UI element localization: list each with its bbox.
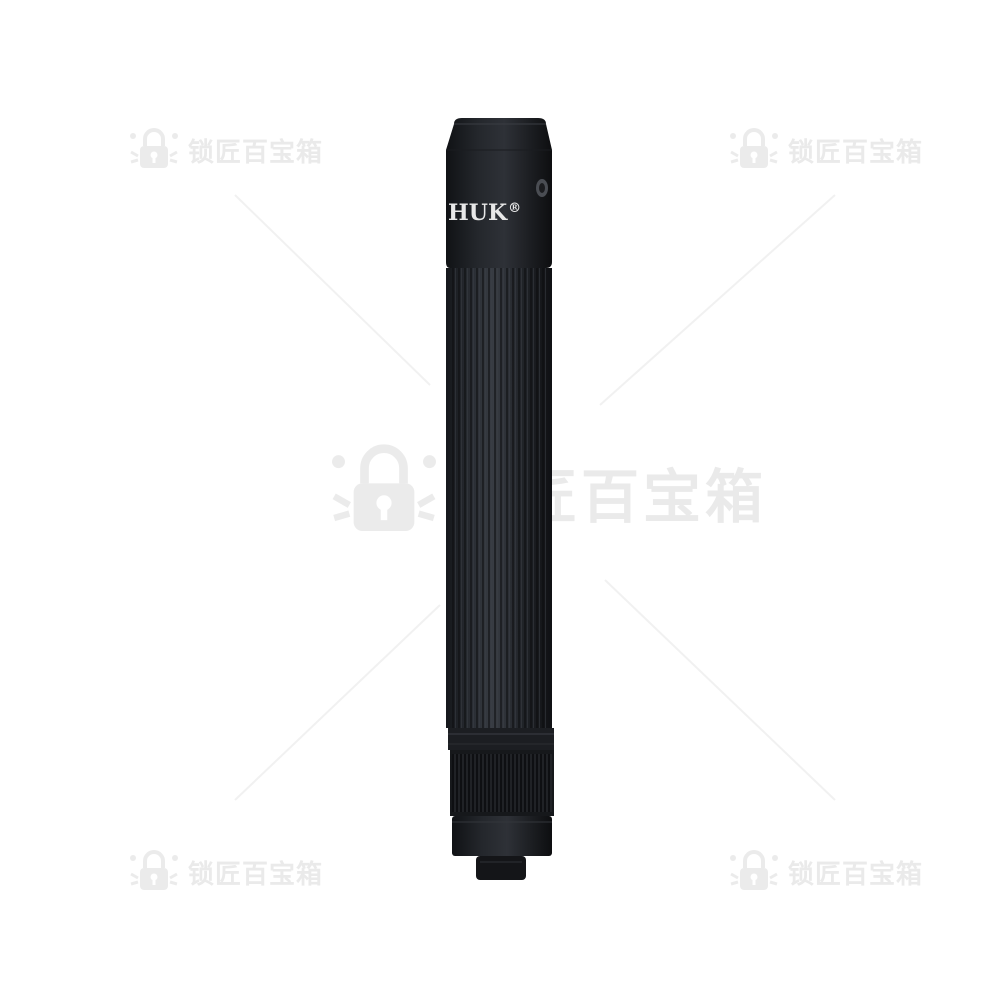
- watermark-text: 锁匠百宝箱: [188, 137, 324, 168]
- watermark-text: 锁匠百宝箱: [788, 859, 924, 890]
- tool-body-drawing: [446, 118, 554, 880]
- watermark-text: 锁匠百宝箱: [788, 137, 924, 168]
- watermark-top-right: 锁匠百宝箱: [728, 126, 923, 174]
- padlock-logo-icon: [130, 850, 178, 890]
- watermark-text: 锁匠百宝箱: [188, 859, 324, 890]
- registered-symbol: ®: [508, 200, 522, 216]
- black-cylindrical-tool: HUK®: [440, 110, 570, 890]
- padlock-logo-icon: [730, 128, 778, 168]
- padlock-logo-icon: [332, 444, 436, 531]
- brand-name: HUK: [448, 200, 508, 226]
- padlock-logo-icon: [130, 128, 178, 168]
- watermark-bottom-right: 锁匠百宝箱: [728, 848, 923, 896]
- watermark-top-left: 锁匠百宝箱: [128, 126, 323, 174]
- padlock-logo-icon: [730, 850, 778, 890]
- watermark-bottom-left: 锁匠百宝箱: [128, 848, 323, 896]
- brand-mark: HUK®: [448, 200, 521, 226]
